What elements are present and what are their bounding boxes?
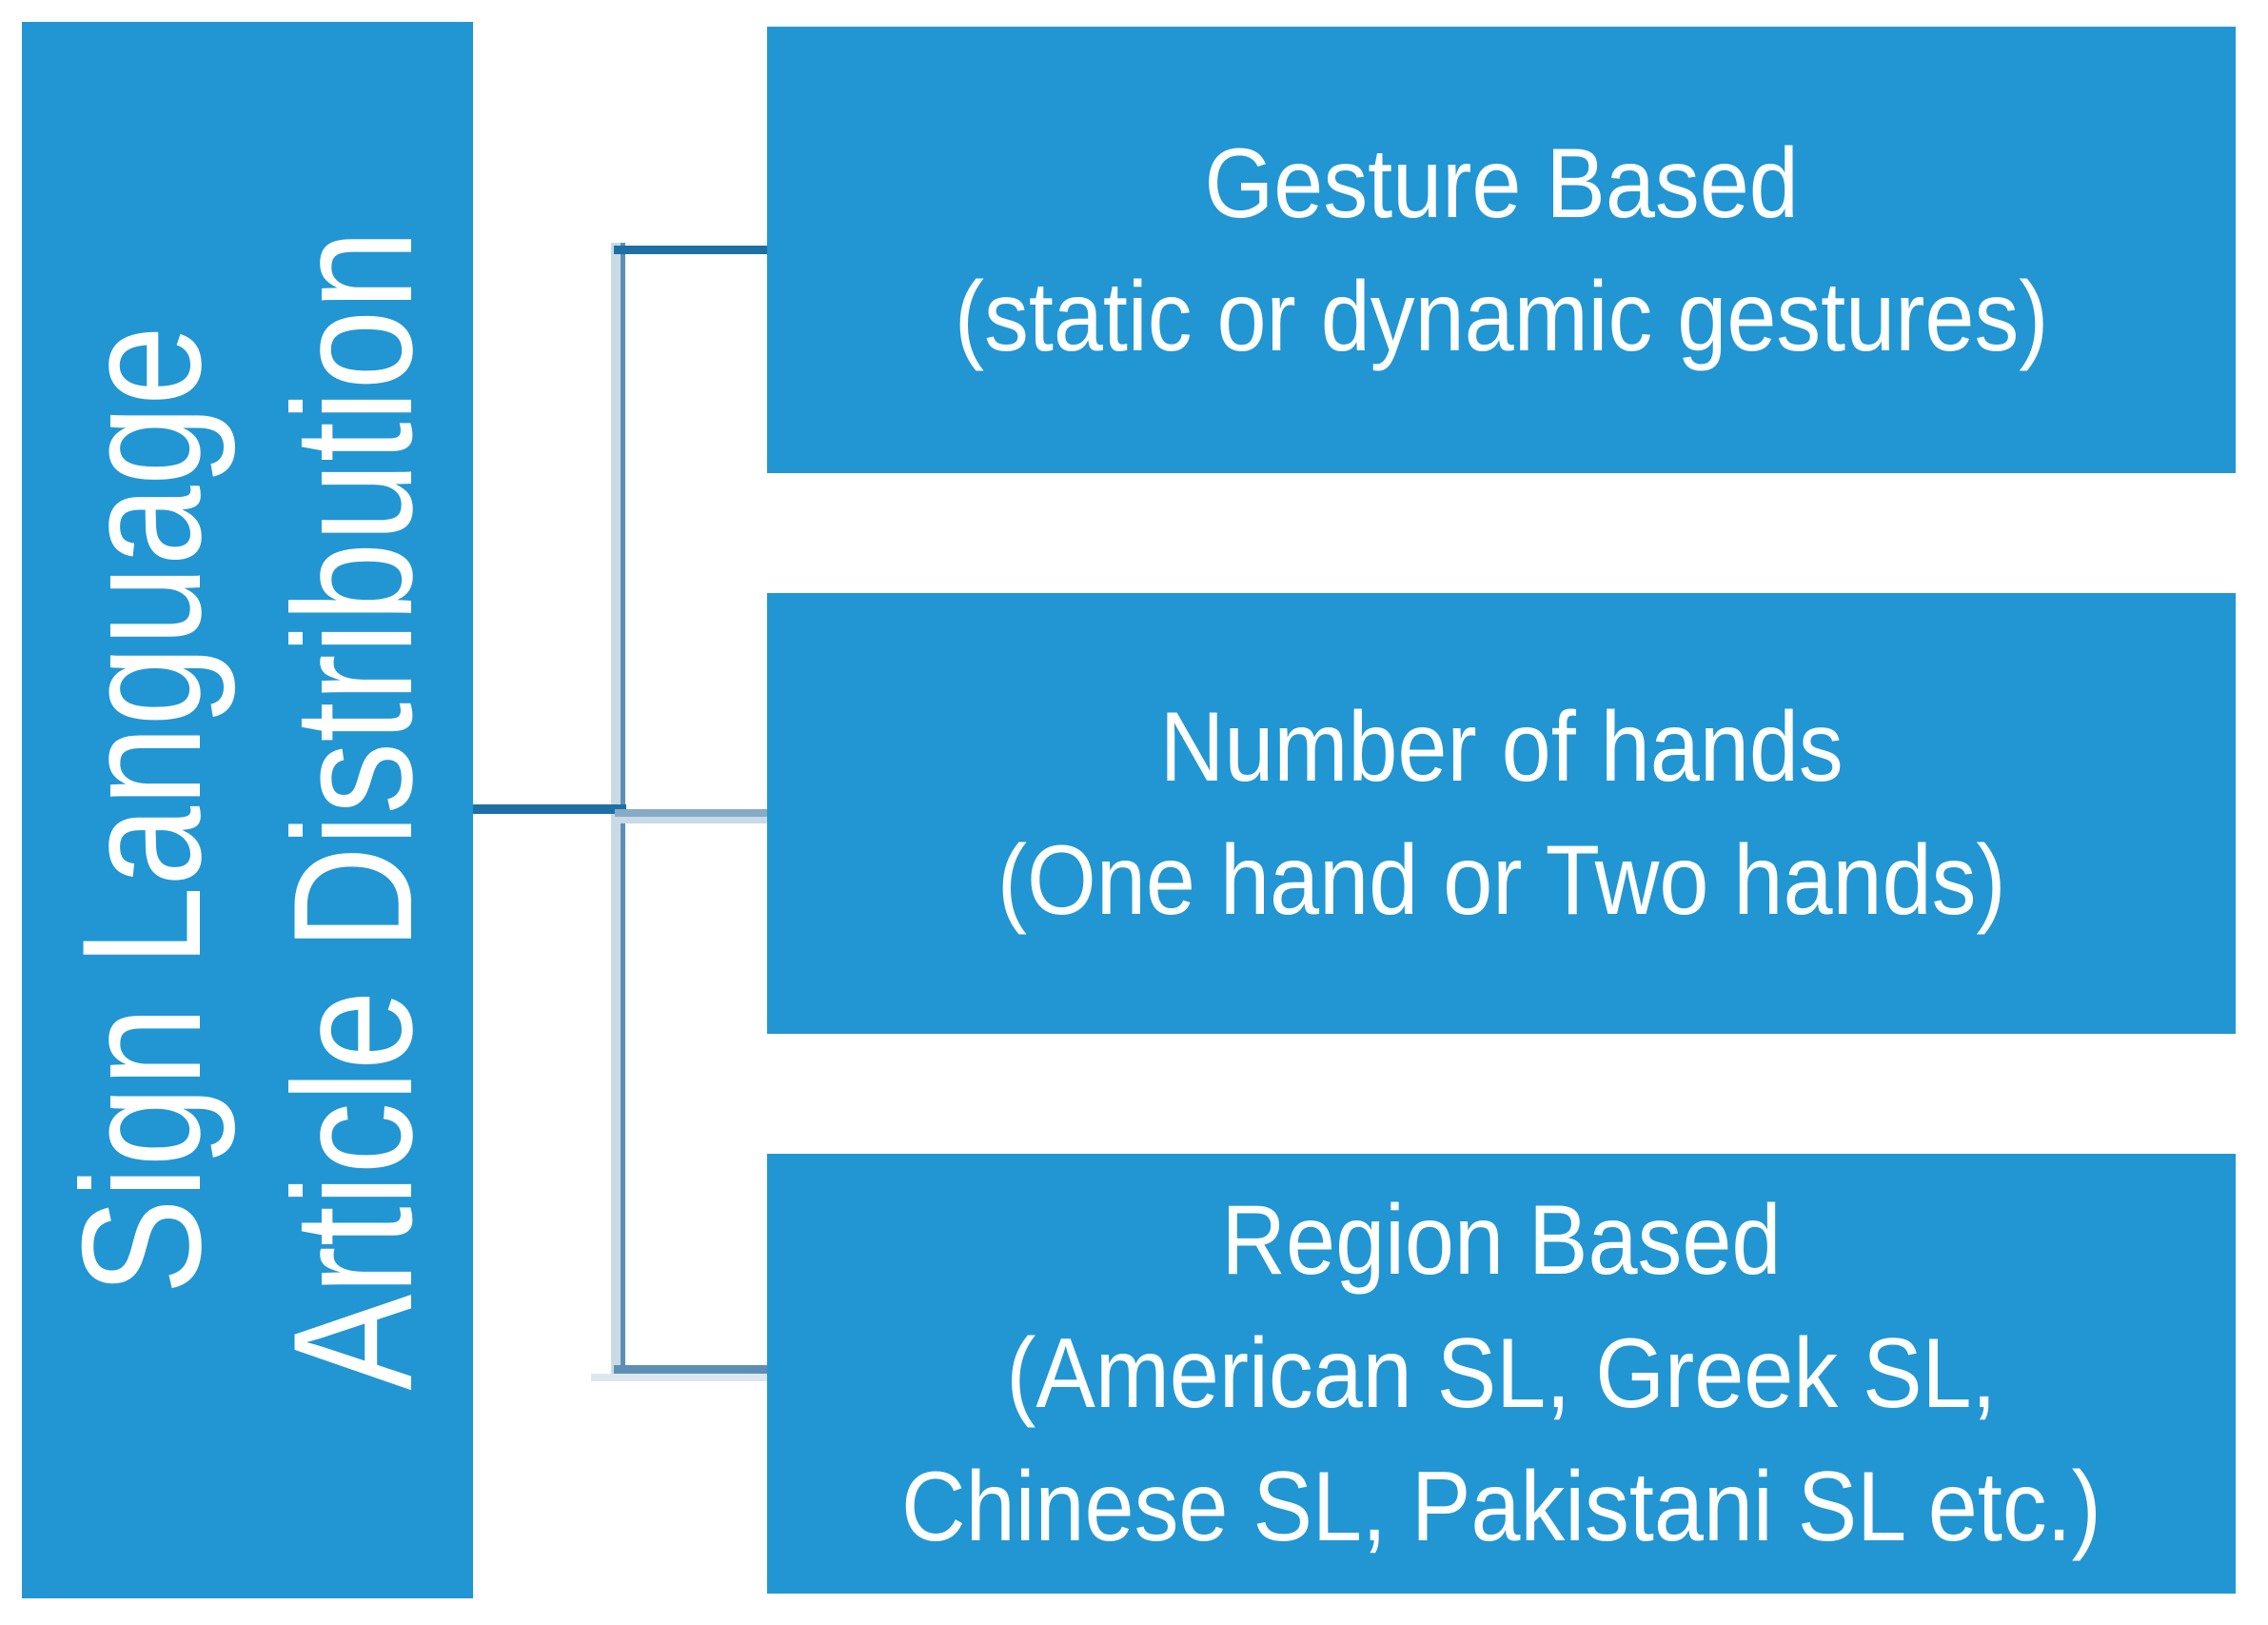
branch-node-gesture-based: Gesture Based (static or dynamic gesture… (767, 27, 2236, 473)
root-label-line-2: Article Distribution (258, 229, 447, 1391)
connector-stub-region-based-shadow (591, 1374, 767, 1381)
root-label-line-1: Sign Language (47, 325, 236, 1296)
connector-root-to-trunk (473, 804, 626, 814)
root-node-label: Sign Language Article Distribution (36, 39, 459, 1581)
branch-number-of-hands-line-1: Number of hands (1159, 691, 1844, 803)
branch-number-of-hands-line-2: (One hand or Two hands) (996, 824, 2006, 936)
branch-node-region-based: Region Based (American SL, Greek SL, Chi… (767, 1154, 2236, 1594)
branch-gesture-based-line-2: (static or dynamic gestures) (954, 261, 2049, 372)
branch-gesture-based-line-1: Gesture Based (1204, 128, 1799, 239)
branch-region-based-line-1: Region Based (1221, 1185, 1782, 1296)
branch-region-based-line-3: Chinese SL, Pakistani SL etc.) (901, 1452, 2101, 1562)
branch-gesture-based-label: Gesture Based (static or dynamic gesture… (955, 117, 2049, 384)
root-node-sign-language-article-distribution: Sign Language Article Distribution (22, 22, 473, 1598)
branch-number-of-hands-label: Number of hands (One hand or Two hands) (997, 681, 2006, 947)
connector-stub-number-of-hands-highlight (615, 817, 767, 823)
branch-node-number-of-hands: Number of hands (One hand or Two hands) (767, 593, 2236, 1034)
branch-region-based-line-2: (American SL, Greek SL, (1006, 1318, 1997, 1429)
branch-region-based-label: Region Based (American SL, Greek SL, Chi… (901, 1174, 2101, 1574)
connector-stub-number-of-hands (615, 809, 767, 817)
connector-stub-region-based (614, 1365, 767, 1374)
connector-stub-gesture-based (614, 246, 767, 254)
